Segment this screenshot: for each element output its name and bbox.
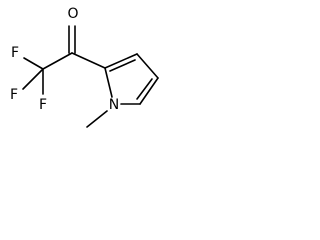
- bond-cf3-f-left: [22, 68, 44, 90]
- atom-nitrogen: N: [109, 97, 119, 113]
- bond-ring-c4-c5-inner: [136, 78, 153, 100]
- bond-ring-c4-c5: [139, 77, 159, 105]
- bond-ring-c3-c4: [136, 53, 159, 79]
- bond-carbonyl-ring: [71, 52, 106, 69]
- atom-oxygen: O: [67, 6, 78, 22]
- atom-labels: O F F F N: [10, 6, 119, 113]
- bond-cf3-f-top: [23, 57, 44, 70]
- bond-ring-c2-c3-inner: [109, 59, 136, 72]
- bond-carbonyl-cf3: [42, 52, 73, 70]
- structure-diagram: O F F F N: [10, 6, 159, 128]
- atom-fluorine-top: F: [11, 45, 19, 61]
- bond-ring-n-c2: [104, 67, 113, 98]
- bond-ring-c2-c3: [104, 53, 138, 69]
- bond-n-methyl: [86, 110, 108, 128]
- atom-fluorine-bottom: F: [39, 97, 47, 113]
- bonds: [22, 25, 159, 128]
- atom-fluorine-left: F: [10, 87, 18, 103]
